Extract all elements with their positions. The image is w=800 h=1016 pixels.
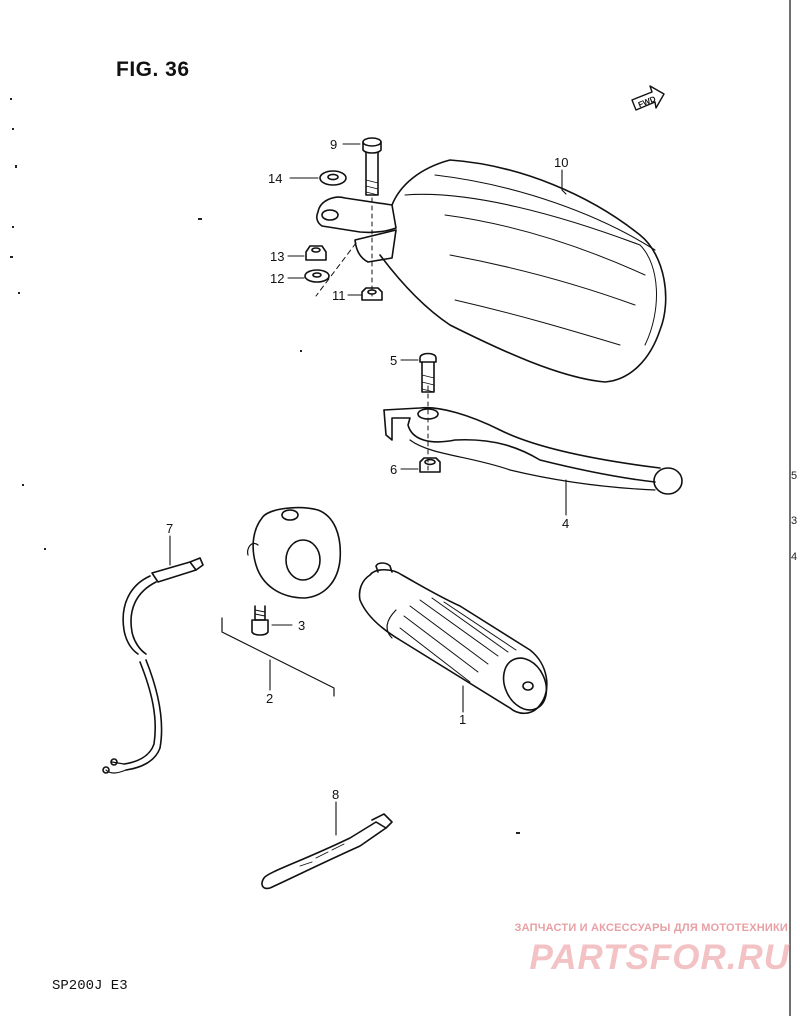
watermark-tagline: ЗАПЧАСТИ И АКСЕССУАРЫ ДЛЯ МОТОТЕХНИКИ	[514, 922, 788, 934]
callout-11: 11	[332, 288, 346, 303]
watermark-logo: PARTSFOR.RU	[529, 938, 790, 977]
callout-3: 3	[298, 618, 305, 633]
edge-mark-3: 4	[791, 551, 798, 563]
callout-6: 6	[390, 462, 397, 477]
washer-14	[319, 170, 347, 186]
scan-specks	[10, 98, 520, 834]
hand-guard	[316, 159, 667, 383]
callout-9: 9	[330, 137, 337, 152]
callout-7: 7	[166, 521, 173, 536]
callout-14: 14	[268, 171, 282, 186]
nut-13	[305, 245, 327, 261]
callout-10: 10	[554, 155, 568, 170]
callout-5: 5	[390, 353, 397, 368]
washer-12	[304, 269, 330, 283]
edge-mark-2: 3	[791, 515, 798, 527]
handlebar-grip	[358, 562, 548, 715]
callout-8: 8	[332, 787, 339, 802]
callout-13: 13	[270, 249, 284, 264]
edge-mark-1: 5	[791, 470, 798, 482]
fwd-arrow-icon: FWD	[631, 85, 665, 111]
bolt-9	[362, 137, 382, 196]
clutch-lever	[383, 406, 683, 495]
screw-5	[419, 352, 437, 471]
callout-4: 4	[562, 516, 569, 531]
model-code: SP200J E3	[52, 978, 128, 994]
switch-housing	[247, 506, 342, 599]
figure-title: FIG. 36	[116, 58, 190, 81]
screw-3	[251, 605, 269, 636]
callout-1: 1	[459, 712, 466, 727]
callout-2: 2	[266, 691, 273, 706]
stop-switch-cable	[102, 557, 204, 774]
cable-tie	[261, 813, 393, 890]
nut-6	[419, 457, 441, 473]
callout-12: 12	[270, 271, 284, 286]
